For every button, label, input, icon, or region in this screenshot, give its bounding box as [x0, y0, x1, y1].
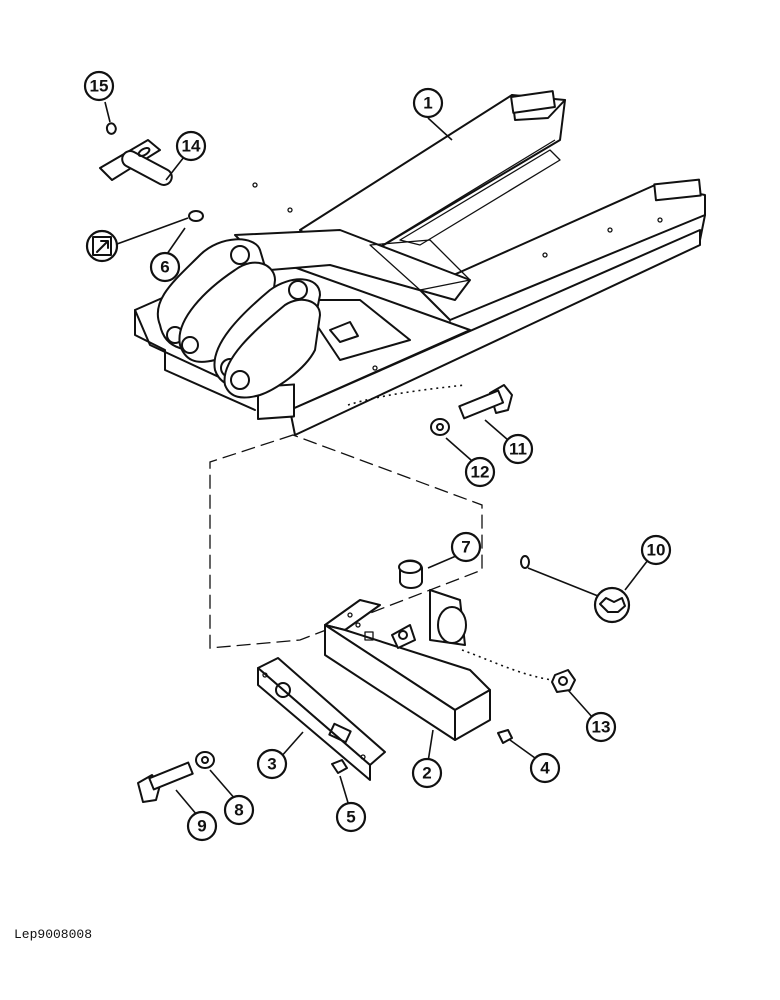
dotted-path-1: [347, 384, 466, 406]
svg-text:3: 3: [267, 755, 276, 774]
svg-text:7: 7: [461, 538, 470, 557]
fasteners: [137, 669, 576, 803]
callout-7: 7: [450, 531, 482, 563]
callout-11: 11: [502, 433, 534, 465]
pin-assembly: [99, 122, 204, 222]
grease-nipple-detail: [593, 586, 631, 624]
svg-text:8: 8: [234, 801, 243, 820]
callout-14: 14: [175, 130, 207, 162]
svg-text:13: 13: [592, 718, 611, 737]
callout-9: 9: [186, 810, 218, 842]
main-frame-assembly: [134, 90, 706, 436]
svg-text:15: 15: [90, 77, 109, 96]
svg-text:5: 5: [346, 808, 355, 827]
callout-8: 8: [223, 794, 255, 826]
svg-text:11: 11: [509, 440, 527, 459]
svg-text:10: 10: [647, 541, 666, 560]
callout-12: 12: [464, 456, 496, 488]
assembly-guide-dashed: [209, 434, 483, 649]
callout-2: 2: [411, 757, 443, 789]
dowel-pin: [520, 555, 530, 569]
callout-13: 13: [585, 711, 617, 743]
mounting-plate-3: [257, 657, 386, 781]
svg-text:9: 9: [197, 817, 206, 836]
callout-4: 4: [529, 752, 561, 784]
dotted-path-2: [461, 649, 553, 681]
callout-1: 1: [412, 87, 444, 119]
callout-6: 6: [149, 251, 181, 283]
leader-lines: [104, 101, 649, 816]
plug-7: [398, 559, 423, 589]
callout-3: 3: [256, 748, 288, 780]
figure-reference-code: Lep9008008: [14, 927, 93, 942]
bolt-11-washer-12: [430, 384, 513, 436]
svg-text:1: 1: [423, 94, 432, 113]
grease-fitting-symbol: [85, 217, 189, 263]
svg-text:14: 14: [182, 137, 201, 156]
svg-text:12: 12: [471, 463, 490, 482]
callout-15: 15: [83, 70, 115, 102]
svg-text:4: 4: [540, 759, 550, 778]
callout-5: 5: [335, 801, 367, 833]
svg-text:2: 2: [422, 764, 431, 783]
svg-text:6: 6: [160, 258, 169, 277]
box-housing-2: [324, 589, 491, 741]
callout-10: 10: [640, 534, 672, 566]
